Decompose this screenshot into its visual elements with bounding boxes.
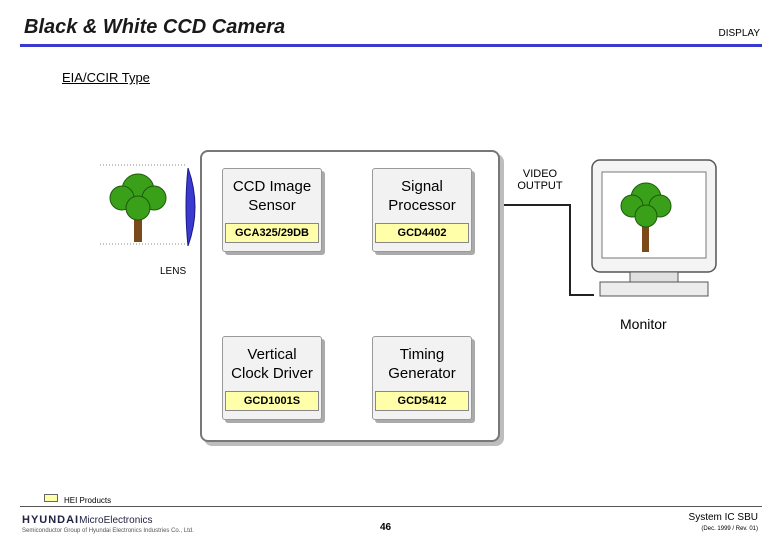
timing-generator-block: Timing Generator GCD5412 [372,336,472,420]
timing-label-line1: Timing [399,346,445,363]
lens-icon [185,168,196,246]
company-subtitle: Semiconductor Group of Hyundai Electroni… [22,528,194,534]
revision-label: (Dec. 1999 / Rev. 01) [701,526,758,532]
page-subtitle: EIA/CCIR Type [62,70,150,85]
signal-label-line1: Signal [401,178,443,195]
legend-text: HEI Products [64,496,112,505]
vertical-clock-driver-block: Vertical Clock Driver GCD1001S [222,336,322,420]
source-tree-icon [109,173,167,242]
ccd-image-sensor-block: CCD Image Sensor GCA325/29DB [222,168,322,252]
vclock-label-line2: Clock Driver [231,365,313,382]
division-label: System IC SBU [688,512,758,523]
ccd-part-chip: GCA325/29DB [225,223,319,243]
signal-processor-block: Signal Processor GCD4402 [372,168,472,252]
page-number: 46 [380,522,392,533]
vclock-label-line1: Vertical [247,346,297,363]
monitor-label: Monitor [620,316,667,332]
monitor-icon [591,159,717,297]
company-logo: HYUNDAIMicroElectronics [22,514,153,526]
lens-label: LENS [160,266,187,277]
ccd-label-line1: CCD Image [232,178,312,195]
section-tag: DISPLAY [718,28,761,39]
title-rule [20,44,762,47]
ccd-label-line2: Sensor [248,197,296,214]
page-title: Black & White CCD Camera [24,16,286,38]
timing-label-line2: Generator [388,365,456,382]
vclock-part-chip: GCD1001S [225,391,319,411]
signal-label-line2: Processor [388,197,456,214]
timing-part-chip: GCD5412 [375,391,469,411]
signal-part-chip: GCD4402 [375,223,469,243]
legend-swatch [44,494,58,502]
video-output-label: VIDEO OUTPUT [517,168,563,192]
footer-rule [20,506,762,507]
